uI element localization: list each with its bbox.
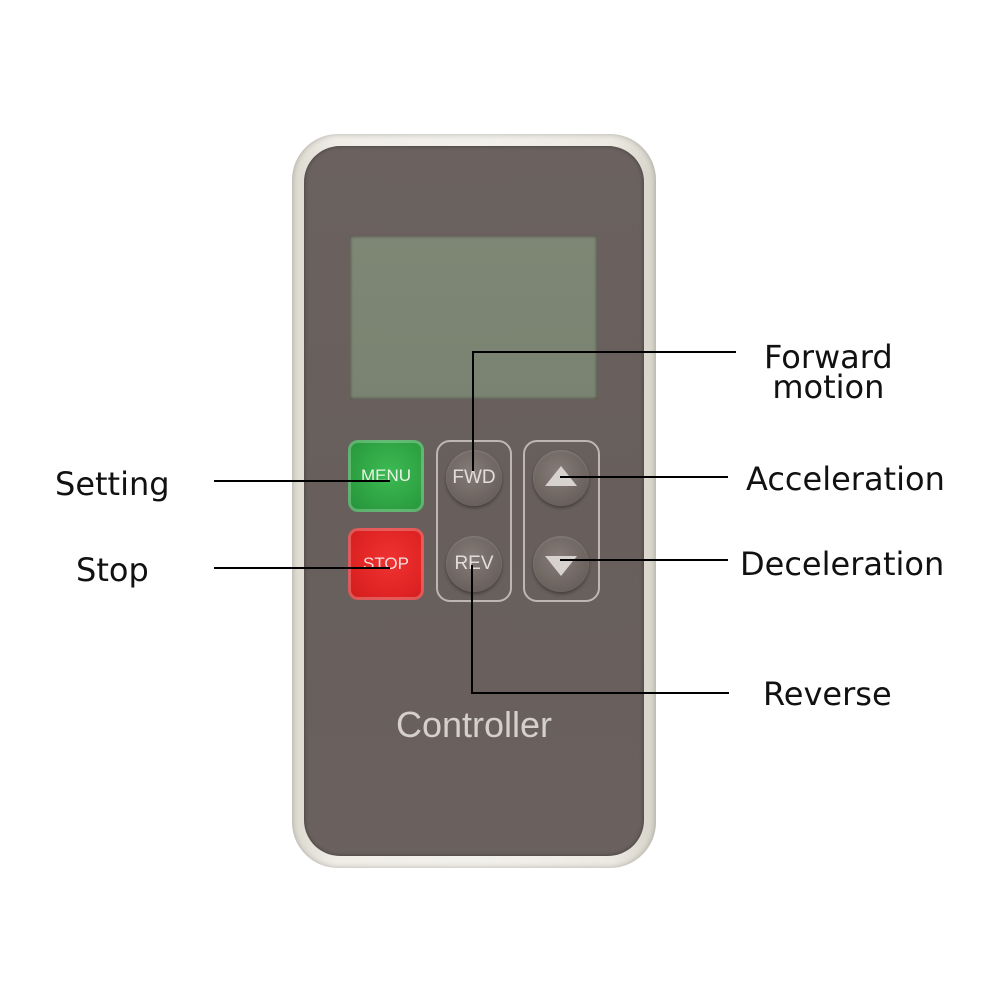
- acceleration-label: Acceleration: [746, 460, 945, 498]
- fwd-rev-key-frame: [436, 440, 512, 602]
- forward-motion-label: Forward motion: [764, 338, 893, 406]
- forward-leader-horizontal: [472, 351, 736, 353]
- down-key[interactable]: [533, 536, 589, 592]
- reverse-leader-horizontal: [471, 692, 729, 694]
- stop-key[interactable]: STOP: [348, 528, 424, 600]
- setting-leader-line: [214, 480, 390, 482]
- triangle-down-icon: [545, 556, 577, 576]
- reverse-label: Reverse: [763, 675, 892, 713]
- forward-label-line1: Forward: [764, 338, 893, 376]
- menu-key-label: MENU: [360, 466, 412, 485]
- setting-label: Setting: [55, 465, 170, 503]
- stop-label: Stop: [76, 551, 149, 589]
- reverse-leader-vertical: [471, 565, 473, 694]
- stop-leader-line: [214, 567, 390, 569]
- acceleration-leader-line: [560, 476, 728, 478]
- forward-label-line2: motion: [772, 368, 885, 406]
- deceleration-leader-line: [560, 559, 728, 561]
- stop-key-label: STOP: [363, 554, 409, 573]
- up-down-key-frame: [523, 440, 600, 602]
- rev-key-label: REV: [454, 553, 494, 574]
- fwd-key[interactable]: FWD: [446, 450, 502, 506]
- rev-key[interactable]: REV: [446, 536, 502, 592]
- up-key[interactable]: [533, 450, 589, 506]
- menu-key[interactable]: MENU: [348, 440, 424, 512]
- forward-leader-vertical: [472, 351, 474, 471]
- fwd-key-label: FWD: [452, 467, 496, 488]
- brand-text: Controller: [395, 704, 553, 745]
- deceleration-label: Deceleration: [740, 545, 945, 583]
